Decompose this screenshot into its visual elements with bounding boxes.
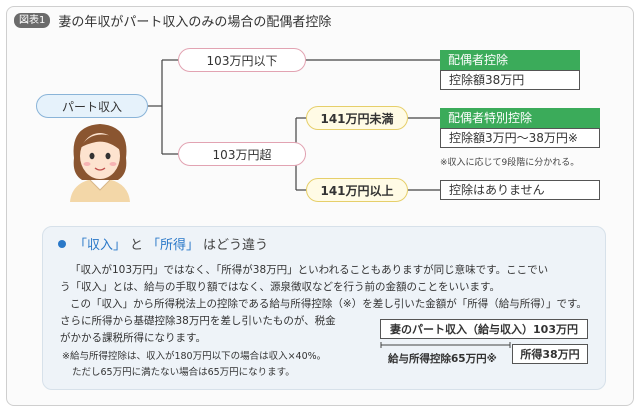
branch-node-over-103: 103万円超: [178, 142, 306, 166]
branch-node-103-or-less: 103万円以下: [178, 48, 306, 72]
panel-line-3: この「収入」から所得税法上の控除である給与所得控除（※）を差し引いた金額が「所得…: [70, 298, 587, 310]
panel-title: 「収入」 と 「所得」 はどう違う: [58, 234, 268, 253]
diagram-income-box: 所得38万円: [512, 344, 588, 364]
sub-node-under-141: 141万円未満: [306, 106, 408, 130]
diagram-deduction-label: 給与所得控除65万円※: [388, 353, 497, 365]
sub-node-label: 141万円以上: [320, 183, 394, 198]
diagram-brackets: [380, 342, 511, 348]
panel-line-1: 「収入が103万円」ではなく、「所得が38万円」といわれることもありますが同じ意…: [70, 264, 549, 276]
woman-illustration: [70, 124, 130, 202]
panel-title-shotoku: 「所得」: [147, 238, 200, 253]
figure-badge: 図表1: [14, 13, 51, 28]
diagram-gross-income-box: 妻のパート収入（給与収入）103万円: [380, 319, 588, 339]
root-node-label: パート収入: [61, 99, 122, 114]
result-special-spousal-deduction: 配偶者特別控除 控除額3万円〜38万円※: [440, 108, 600, 148]
branch-node-label: 103万円以下: [206, 53, 278, 68]
diagram-gross-income-label: 妻のパート収入（給与収入）103万円: [390, 323, 578, 336]
sub-node-141-or-more: 141万円以上: [306, 178, 408, 202]
diagram-income-label: 所得38万円: [520, 348, 580, 361]
result-body: 控除額38万円: [440, 70, 580, 90]
result-body: 控除額3万円〜38万円※: [440, 128, 600, 148]
result-note: ※収入に応じて9段階に分かれる。: [440, 158, 580, 168]
result-no-deduction: 控除はありません: [440, 180, 600, 200]
bullet-dot-icon: [58, 239, 66, 248]
panel-line-5: がかかる課税所得になります。: [60, 332, 206, 344]
panel-line-2: う「収入」とは、給与の手取り額ではなく、源泉徴収などを行う前の金額のことをいいま…: [60, 281, 500, 293]
branch-node-label: 103万円超: [212, 147, 272, 162]
figure-title: 妻の年収がパート収入のみの場合の配偶者控除: [58, 15, 332, 30]
sub-node-label: 141万円未満: [320, 111, 394, 126]
panel-title-and: と: [130, 238, 144, 253]
root-node-part-income: パート収入: [36, 94, 148, 118]
result-spousal-deduction: 配偶者控除 控除額38万円: [440, 50, 580, 90]
figure-header: 図表1 妻の年収がパート収入のみの場合の配偶者控除: [14, 11, 331, 30]
panel-title-income: 「収入」: [74, 238, 127, 253]
result-head: 配偶者特別控除: [440, 108, 600, 128]
panel-note-2: ただし65万円に満たない場合は65万円になります。: [72, 367, 295, 378]
panel-note-1: ※給与所得控除は、収入が180万円以下の場合は収入×40%。: [62, 351, 327, 362]
panel-title-suffix: はどう違う: [203, 238, 269, 253]
panel-line-4: さらに所得から基礎控除38万円を差し引いたものが、税金: [60, 315, 336, 327]
result-body: 控除はありません: [440, 180, 600, 200]
result-head: 配偶者控除: [440, 50, 580, 70]
